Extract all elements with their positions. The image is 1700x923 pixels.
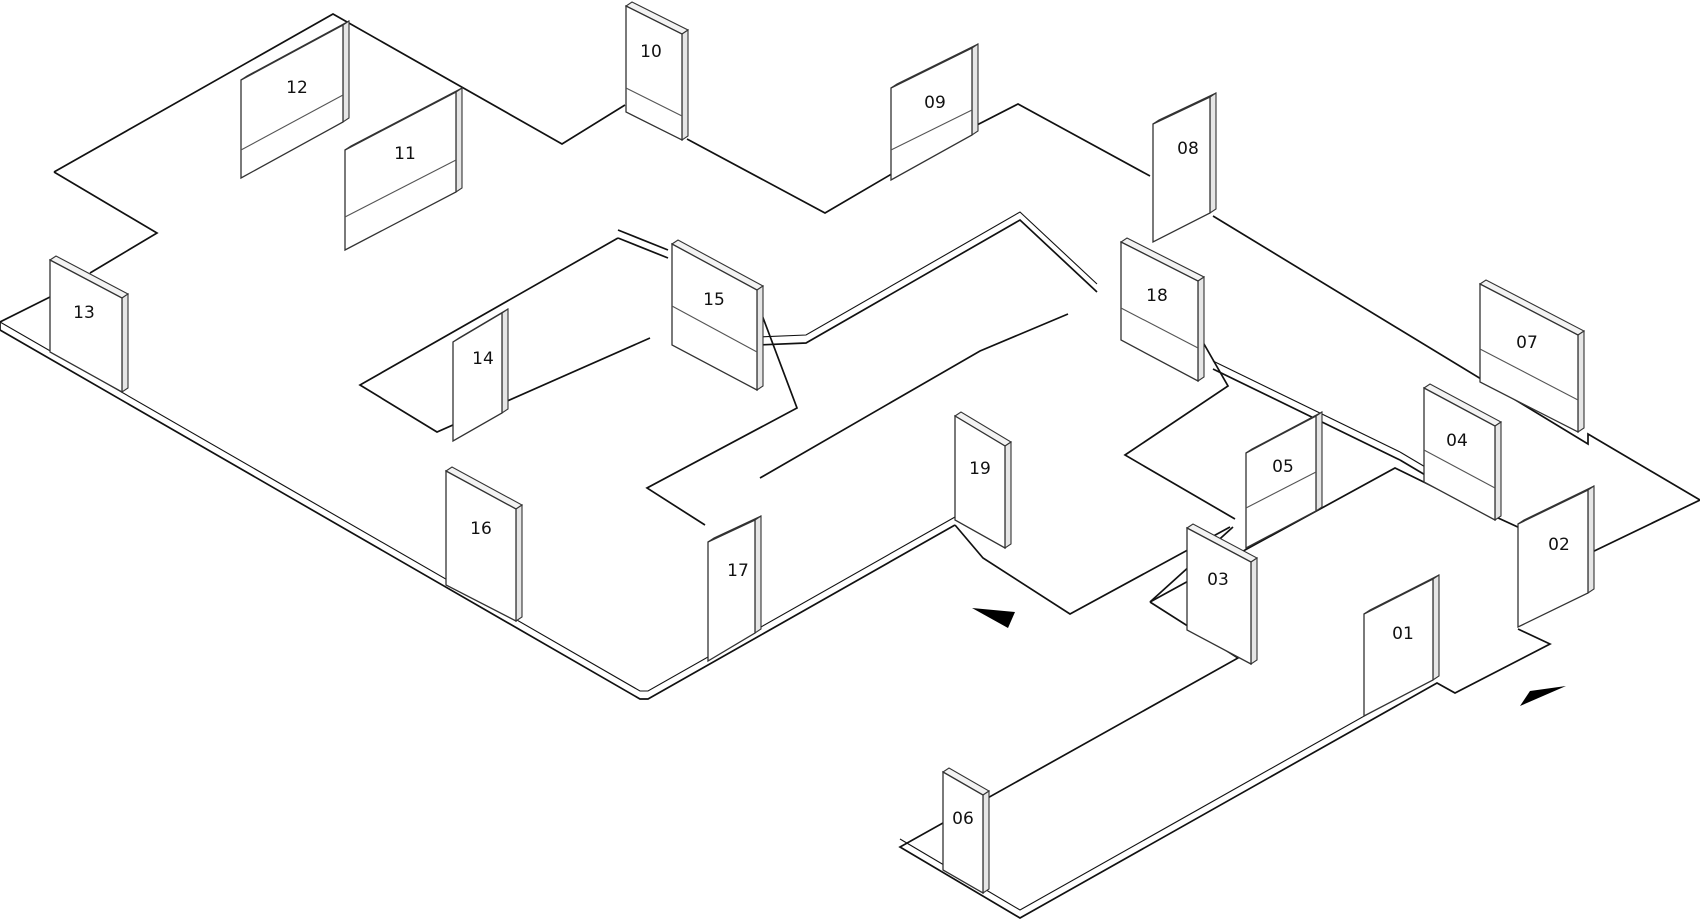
panel-number-label: 07 — [1516, 333, 1538, 353]
panel-number-label: 15 — [703, 290, 725, 310]
panel-face — [1517, 488, 1589, 629]
panel-face — [890, 46, 973, 182]
panel-side-edge — [121, 292, 129, 394]
exhibit-panel-02: 02 — [1517, 484, 1595, 629]
panel-side-edge — [971, 42, 979, 137]
exhibit-panel-07: 07 — [1478, 279, 1586, 434]
exhibit-panel-16: 16 — [444, 466, 524, 623]
panel-side-edge — [515, 503, 523, 623]
panel-divider — [625, 87, 683, 117]
panel-divider — [1245, 471, 1317, 509]
exhibit-panel-06: 06 — [941, 767, 991, 895]
panel-side-edge — [681, 28, 689, 142]
panel-divider — [1120, 307, 1199, 349]
panel-face — [671, 242, 758, 392]
panel-side-edge — [1494, 420, 1502, 522]
exhibit-panel-08: 08 — [1152, 91, 1217, 244]
panel-divider — [240, 94, 344, 151]
panel-number-label: 04 — [1446, 431, 1468, 451]
panel-number-label: 08 — [1177, 139, 1199, 159]
panel-number-label: 13 — [73, 303, 95, 323]
panel-number-label: 10 — [640, 42, 662, 62]
panel-face — [445, 469, 517, 623]
panel-face — [1423, 386, 1496, 522]
panel-side-edge — [756, 284, 764, 392]
panel-divider — [890, 109, 973, 151]
panel-number-label: 14 — [472, 349, 494, 369]
panel-number-label: 03 — [1207, 570, 1229, 590]
panel-face — [1152, 95, 1211, 244]
exhibit-panel-14: 14 — [452, 307, 509, 443]
panel-face — [1245, 414, 1317, 550]
exit-arrow-icon — [1520, 686, 1566, 706]
panel-divider — [671, 305, 758, 353]
panel-number-label: 01 — [1392, 624, 1414, 644]
panel-number-label: 17 — [727, 561, 749, 581]
panel-face — [1363, 577, 1434, 718]
panel-number-label: 18 — [1146, 286, 1168, 306]
exhibit-panel-03: 03 — [1185, 523, 1259, 666]
panel-side-edge — [1250, 556, 1258, 666]
exhibit-panel-19: 19 — [953, 411, 1013, 550]
panel-face — [240, 23, 344, 180]
exhibit-panel-05: 05 — [1245, 410, 1323, 550]
exhibit-panel-15: 15 — [670, 239, 765, 392]
panel-side-edge — [1004, 440, 1012, 550]
panel-face — [49, 258, 123, 394]
panel-side-edge — [982, 789, 990, 895]
exhibit-panel-09: 09 — [890, 42, 979, 182]
exhibit-panel-12: 12 — [240, 19, 350, 180]
panel-face — [707, 518, 756, 663]
panel-number-label: 16 — [470, 519, 492, 539]
panel-number-label: 06 — [952, 809, 974, 829]
panel-number-label: 19 — [969, 459, 991, 479]
panel-side-edge — [754, 514, 762, 635]
panel-number-label: 12 — [286, 78, 308, 98]
panel-divider — [1423, 449, 1496, 489]
panel-number-label: 09 — [924, 93, 946, 113]
panel-face — [954, 414, 1006, 550]
panel-divider — [344, 159, 457, 218]
panel-side-edge — [1209, 91, 1217, 215]
exhibit-panel-13: 13 — [48, 255, 130, 394]
panel-side-edge — [1432, 573, 1440, 682]
panel-number-label: 02 — [1548, 535, 1570, 555]
panel-divider — [1479, 348, 1579, 401]
exhibit-panel-17: 17 — [707, 514, 762, 663]
panel-side-edge — [1587, 484, 1595, 595]
panel-side-edge — [455, 86, 463, 194]
panel-number-label: 11 — [394, 144, 416, 164]
panel-side-edge — [1315, 410, 1323, 513]
panels-layer: 01 02 03 04 05 06 07 08 09 10 11 12 13 14 15 16 17 18 19 — [48, 1, 1595, 895]
entrance-arrow-icon — [972, 608, 1015, 628]
panel-face — [452, 311, 503, 443]
exhibit-panel-10: 10 — [624, 1, 690, 142]
panel-face — [625, 4, 683, 142]
exhibit-panel-04: 04 — [1422, 383, 1503, 522]
exhibit-panel-18: 18 — [1119, 237, 1206, 383]
panel-side-edge — [342, 19, 350, 124]
panel-number-label: 05 — [1272, 457, 1294, 477]
panel-face — [942, 770, 984, 895]
exhibit-panel-11: 11 — [344, 86, 463, 252]
panel-side-edge — [501, 307, 509, 415]
panel-side-edge — [1577, 329, 1585, 434]
panel-side-edge — [1197, 275, 1205, 383]
panel-face — [1186, 526, 1252, 666]
panel-face — [1120, 240, 1199, 383]
exhibit-panel-01: 01 — [1363, 573, 1440, 718]
arrows-layer — [972, 608, 1566, 706]
